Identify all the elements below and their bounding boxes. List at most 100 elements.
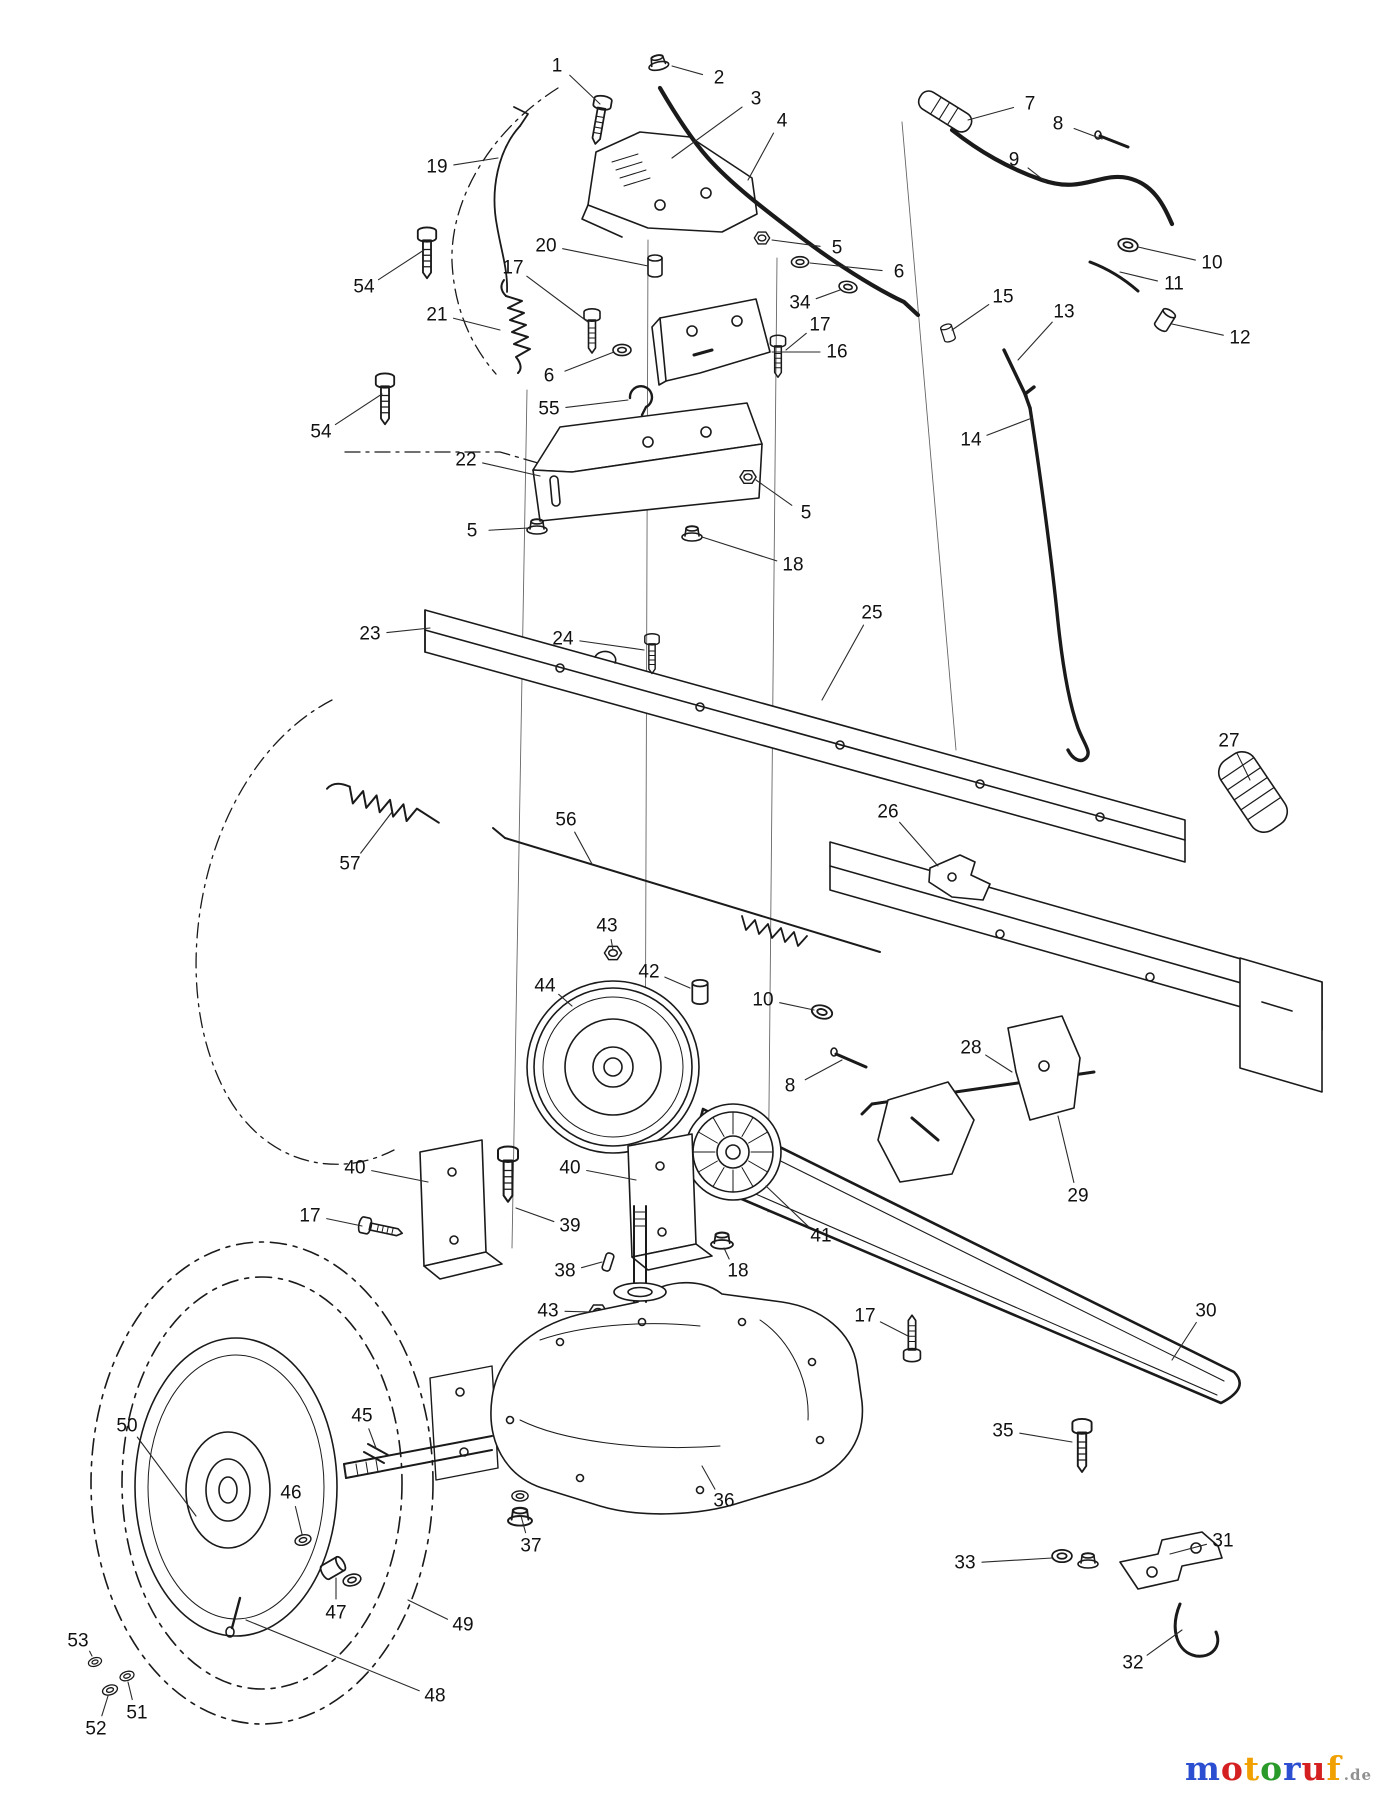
watermark-letter: t	[1243, 1749, 1261, 1788]
leader-line-18	[723, 1247, 730, 1260]
leader-line-6	[809, 262, 883, 272]
idler-pulley-41	[684, 1103, 782, 1201]
clutch-lever-26	[928, 854, 991, 901]
bracket-28	[1007, 1015, 1081, 1121]
leader-line-43	[564, 1310, 593, 1313]
leader-line-50	[136, 1436, 197, 1517]
flange-nut-18-lower	[710, 1231, 734, 1250]
rod-13	[1002, 348, 1028, 398]
link-rod-11	[1088, 260, 1140, 293]
leader-line-27	[1236, 752, 1251, 781]
transaxle-36	[343, 1205, 864, 1515]
ferrule-12	[1152, 306, 1178, 334]
leader-line-17	[879, 1321, 909, 1337]
bolt-17a	[583, 307, 601, 354]
leader-line-22	[482, 462, 541, 477]
leader-line-55	[565, 399, 629, 408]
idler-arm-assembly	[860, 1015, 1096, 1183]
linkage-parts-right	[939, 130, 1178, 763]
leader-line-1	[569, 74, 601, 105]
leader-line-54	[334, 393, 383, 426]
leader-line-48	[245, 1619, 420, 1692]
leader-line-53	[89, 1650, 93, 1657]
nut-5a	[753, 231, 771, 245]
leader-line-4	[747, 132, 775, 181]
leader-line-37	[520, 1515, 527, 1534]
washer-34	[837, 279, 859, 295]
leader-line-31	[1169, 1543, 1208, 1555]
hook-clip-55	[628, 385, 654, 417]
leader-line-9	[1027, 167, 1047, 183]
leader-line-43	[610, 939, 614, 951]
tire-49	[90, 1241, 434, 1725]
frame-rail-front	[424, 609, 1186, 863]
axle-shaft	[343, 1435, 493, 1479]
leader-line-28	[985, 1054, 1013, 1073]
leader-line-56	[574, 831, 593, 865]
leader-lines	[89, 65, 1251, 1717]
shift-lever-rod	[917, 90, 1175, 227]
leader-line-17	[326, 1218, 363, 1227]
leader-line-26	[898, 821, 939, 867]
leader-line-18	[701, 536, 778, 562]
leader-line-19	[453, 157, 499, 166]
leader-line-5	[488, 527, 529, 531]
axle-washers-51-52-53	[86, 1655, 136, 1698]
watermark-letter: f	[1326, 1749, 1342, 1788]
shaft-key-38	[601, 1252, 615, 1272]
spacer-20	[647, 254, 663, 278]
leader-line-23	[386, 627, 431, 634]
leader-line-54	[377, 249, 425, 281]
shift-rod-upper	[657, 85, 921, 318]
leader-line-5	[755, 479, 793, 506]
leader-line-11	[1119, 271, 1158, 282]
transaxle-bracket-left-40	[419, 1139, 503, 1280]
leader-line-8	[804, 1059, 843, 1081]
leader-line-17	[785, 332, 807, 351]
leader-line-25	[821, 624, 865, 701]
valve-stem-48	[230, 1596, 242, 1630]
leader-line-40	[371, 1170, 429, 1183]
watermark-letter: u	[1301, 1749, 1327, 1788]
leader-line-29	[1057, 1115, 1075, 1183]
bolt-17-left	[356, 1215, 405, 1242]
throttle-cable-19	[493, 106, 529, 293]
leader-line-51	[127, 1681, 133, 1701]
handle-grip-upper	[917, 90, 973, 133]
leader-line-13	[1017, 321, 1053, 361]
flange-locknut-37	[507, 1506, 533, 1527]
leader-line-32	[1146, 1629, 1183, 1656]
stud-15	[939, 322, 957, 344]
leader-line-30	[1171, 1321, 1197, 1361]
clutch-spring-21	[500, 279, 531, 374]
washer-33	[1051, 1548, 1073, 1564]
phantom-lines	[195, 87, 563, 1165]
leader-line-24	[579, 640, 645, 651]
support-bracket-16	[651, 298, 771, 386]
bolt-54b	[374, 372, 396, 426]
leader-line-57	[360, 811, 393, 854]
leader-line-38	[580, 1261, 603, 1269]
bolt-17b	[769, 334, 787, 379]
leader-line-10	[1137, 246, 1196, 261]
watermark-letter: o	[1220, 1749, 1244, 1788]
leader-line-17	[526, 275, 589, 323]
leader-line-5	[771, 239, 821, 247]
leader-line-3	[671, 106, 743, 159]
washer-6a	[790, 255, 810, 269]
hook-32	[1173, 1602, 1220, 1658]
leader-line-41	[765, 1185, 809, 1228]
leader-line-33	[981, 1557, 1053, 1563]
leader-line-42	[664, 976, 691, 989]
leader-line-40	[586, 1169, 637, 1181]
leader-line-12	[1171, 323, 1224, 336]
leader-line-20	[562, 248, 649, 267]
leader-line-46	[294, 1505, 303, 1535]
pin-8-mid	[830, 1047, 868, 1069]
bolt-17-lower	[902, 1314, 922, 1363]
brake-rod-14	[1028, 406, 1090, 763]
leader-line-39	[515, 1207, 555, 1223]
washer-10-mid	[809, 1002, 835, 1022]
watermark-letter: r	[1283, 1749, 1302, 1788]
